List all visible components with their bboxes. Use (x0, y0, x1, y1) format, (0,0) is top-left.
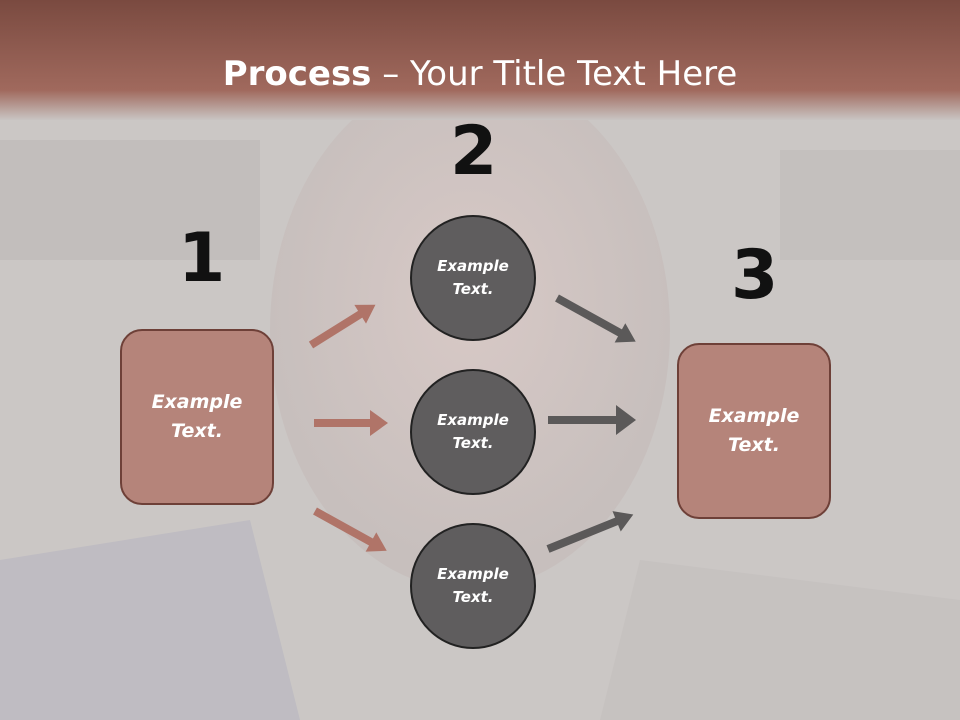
slide-title: Process – Your Title Text Here (0, 52, 960, 96)
arrows-from-step-1 (308, 304, 388, 552)
arrows-to-step-3 (546, 294, 636, 553)
arrow-top-to-3 (555, 294, 636, 343)
step-3-box: Example Text. (677, 343, 831, 519)
step-2-circle-bottom: Example Text. (410, 523, 536, 649)
step-1-box: Example Text. (120, 329, 274, 505)
step-2-circle-top: Example Text. (410, 215, 536, 341)
step-2-circle-top-text: Example Text. (437, 257, 509, 298)
arrow-1-to-middle (314, 410, 388, 436)
step-number-2: 2 (450, 112, 498, 191)
arrow-1-to-bottom (313, 507, 387, 552)
title-bold: Process (222, 54, 372, 94)
step-2-circle-bottom-text: Example Text. (437, 565, 509, 606)
arrow-bottom-to-3 (546, 511, 634, 553)
arrow-1-to-top (308, 304, 376, 349)
arrow-middle-to-3 (548, 405, 636, 435)
step-3-text: Example Text. (708, 405, 800, 456)
title-rest: – Your Title Text Here (371, 54, 738, 94)
step-2-circle-middle: Example Text. (410, 369, 536, 495)
step-1-text: Example Text. (151, 391, 243, 442)
step-number-3: 3 (731, 236, 779, 315)
step-number-1: 1 (178, 219, 226, 298)
step-2-circle-middle-text: Example Text. (437, 411, 509, 452)
title-band (0, 0, 960, 120)
